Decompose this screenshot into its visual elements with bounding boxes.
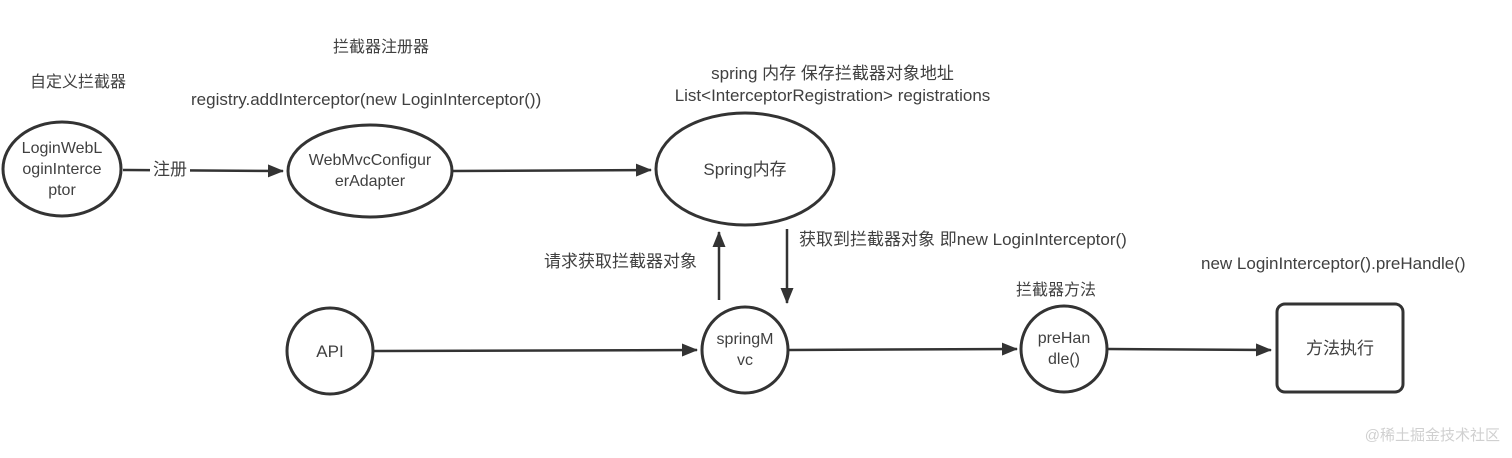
springmvc-line2: vc: [737, 352, 753, 369]
webmvc-adapter-node-label: WebMvcConfigur erAdapter: [288, 127, 452, 215]
springmvc-circle: [700, 305, 790, 395]
login-interceptor-line3: ptor: [48, 182, 76, 199]
webmvc-adapter-line1: WebMvcConfigur: [308, 152, 432, 169]
spring-memory-description-line2: List<InterceptorRegistration> registrati…: [674, 86, 991, 105]
api-to-springmvc-arrow: [373, 343, 698, 357]
spring-memory-node-label: Spring内存: [703, 159, 787, 179]
prehandle-to-method-arrow: [1107, 343, 1272, 357]
method-exec-rect: [1275, 302, 1405, 394]
springmvc-line1: springM: [716, 331, 774, 348]
prehandle-node-label: preHan dle(): [1021, 306, 1107, 392]
method-exec-node-label: 方法执行: [1306, 338, 1374, 358]
request-get-interceptor-label: 请求获取拦截器对象: [544, 252, 697, 271]
register-arrow: [122, 164, 284, 178]
juejin-watermark: @稀土掘金技术社区: [1364, 427, 1500, 444]
spring-memory-ellipse: [654, 111, 836, 227]
interceptor-registry-label: 拦截器注册器: [333, 39, 430, 56]
prehandle-line1: preHan: [1037, 330, 1091, 347]
adapter-to-memory-arrow: [452, 163, 652, 177]
registry-call-label: registry.addInterceptor(new LoginInterce…: [191, 90, 542, 109]
register-edge-label: 注册: [150, 159, 190, 181]
custom-interceptor-label: 自定义拦截器: [30, 74, 127, 91]
prehandle-call-label: new LoginInterceptor().preHandle(): [1201, 254, 1466, 273]
login-interceptor-line1: LoginWebL: [21, 140, 103, 157]
springmvc-node-label: springM vc: [702, 307, 788, 393]
login-interceptor-line2: oginInterce: [22, 161, 102, 178]
spring-memory-description: spring 内存 保存拦截器对象地址 List<InterceptorRegi…: [660, 63, 1005, 107]
got-interceptor-label: 获取到拦截器对象 即new LoginInterceptor(): [799, 230, 1127, 249]
login-interceptor-ellipse: [1, 120, 123, 218]
webmvc-adapter-line2: erAdapter: [334, 173, 406, 190]
webmvc-adapter-ellipse: [286, 123, 454, 219]
spring-memory-description-line1: spring 内存 保存拦截器对象地址: [711, 64, 954, 83]
api-circle: [285, 306, 375, 396]
prehandle-line2: dle(): [1047, 351, 1080, 368]
interceptor-method-label: 拦截器方法: [1016, 282, 1097, 299]
prehandle-circle: [1019, 304, 1109, 394]
springmvc-to-prehandle-arrow: [788, 342, 1018, 356]
login-interceptor-node-label: LoginWebL oginInterce ptor: [3, 122, 121, 217]
api-node-label: API: [316, 341, 344, 361]
